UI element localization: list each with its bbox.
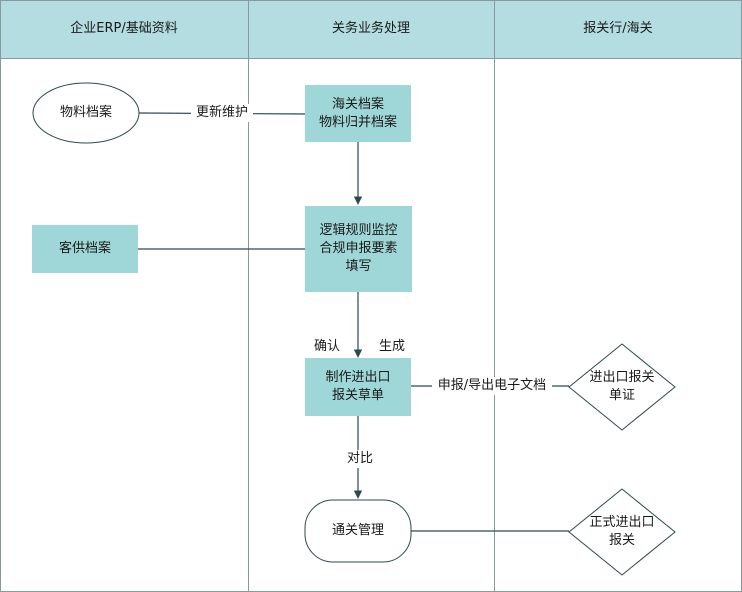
lane-header-band: [0, 0, 742, 59]
node-logic-rules: [305, 206, 412, 292]
node-material-archive: [32, 82, 140, 144]
node-formal-declaration: [568, 488, 676, 576]
node-clearance: [304, 499, 412, 563]
node-customs-archive: [305, 85, 411, 142]
node-declaration-doc: [568, 343, 676, 431]
node-make-draft: [305, 358, 411, 416]
node-supply-archive: [32, 225, 138, 273]
